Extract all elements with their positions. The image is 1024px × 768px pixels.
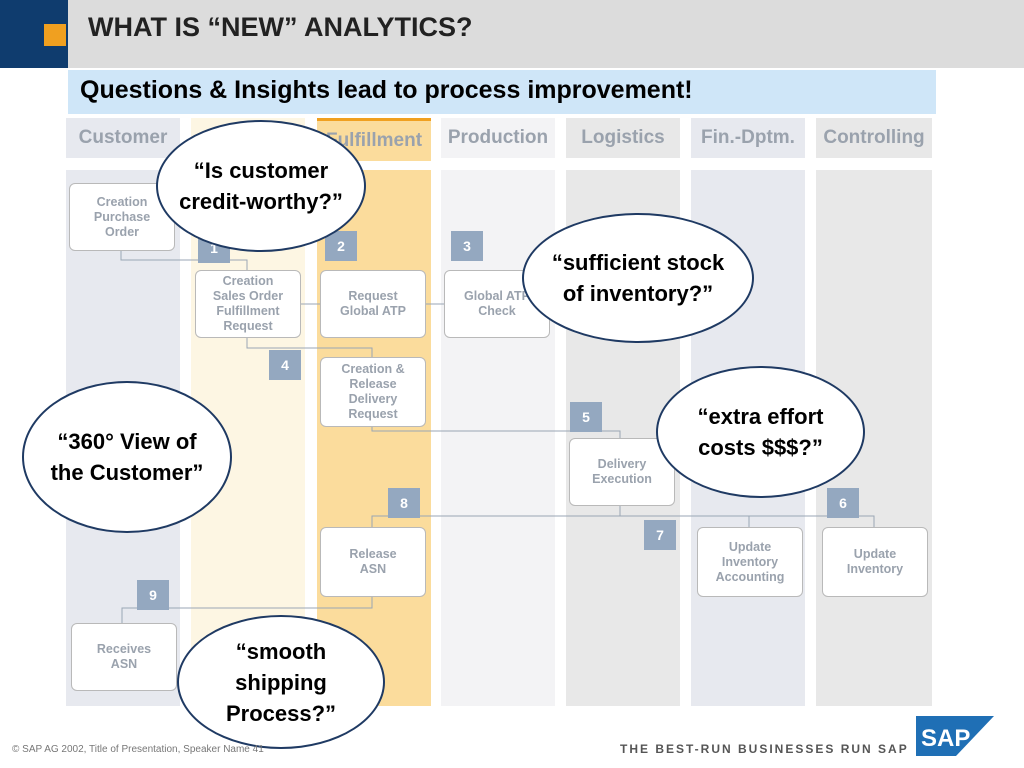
step-badge-4: 4 — [269, 350, 301, 380]
step-badge-5: 5 — [570, 402, 602, 432]
footer-slogan: THE BEST-RUN BUSINESSES RUN SAP — [620, 742, 909, 756]
node-update-inventory: Update Inventory — [822, 527, 928, 597]
lane-header-logistics: Logistics — [566, 118, 680, 158]
bubble-smooth-shipping: “smooth shipping Process?” — [177, 615, 385, 749]
bubble-credit-worthy: “Is customer credit-worthy?” — [156, 120, 366, 252]
step-badge-8: 8 — [388, 488, 420, 518]
node-request-global-atp: Request Global ATP — [320, 270, 426, 338]
header-band — [0, 0, 1024, 68]
footer-copyright: © SAP AG 2002, Title of Presentation, Sp… — [12, 744, 264, 755]
lane-header-fin-dptm: Fin.-Dptm. — [691, 118, 805, 158]
sap-logo-icon: SAP — [916, 716, 994, 756]
node-delivery-execution: Delivery Execution — [569, 438, 675, 506]
lane-header-production: Production — [441, 118, 555, 158]
step-badge-3: 3 — [451, 231, 483, 261]
lane-header-controlling: Controlling — [816, 118, 932, 158]
node-update-inventory-accounting: Update Inventory Accounting — [697, 527, 803, 597]
step-badge-2: 2 — [325, 231, 357, 261]
node-receives-asn: Receives ASN — [71, 623, 177, 691]
step-badge-7: 7 — [644, 520, 676, 550]
lane-header-customer: Customer — [66, 118, 180, 158]
step-badge-9: 9 — [137, 580, 169, 610]
orange-square-icon — [44, 24, 66, 46]
subtitle: Questions & Insights lead to process imp… — [80, 76, 693, 104]
node-creation-release-delivery: Creation & Release Delivery Request — [320, 357, 426, 427]
sap-logo-text: SAP — [921, 725, 970, 752]
subtitle-bar — [68, 70, 936, 114]
page-title: WHAT IS “NEW” ANALYTICS? — [88, 12, 473, 42]
node-release-asn: Release ASN — [320, 527, 426, 597]
step-badge-6: 6 — [827, 488, 859, 518]
bubble-extra-effort: “extra effort costs $$$?” — [656, 366, 865, 498]
node-creation-sales-order: Creation Sales Order Fulfillment Request — [195, 270, 301, 338]
bubble-360-view: “360° View of the Customer” — [22, 381, 232, 533]
bubble-sufficient-stock: “sufficient stock of inventory?” — [522, 213, 754, 343]
